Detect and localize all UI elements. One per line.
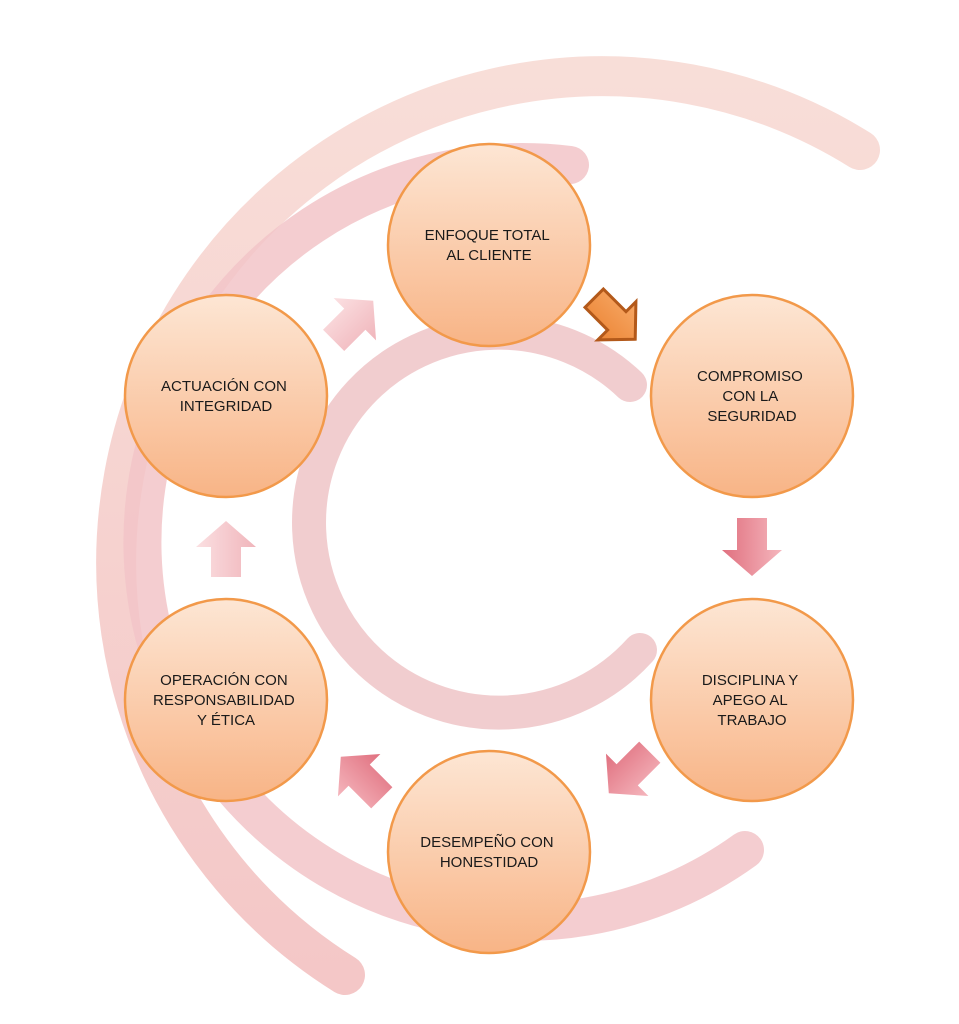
node-actuacion-con-integridad: ACTUACIÓN CON INTEGRIDAD (123, 293, 329, 499)
svg-text:DESEMPEÑO CON HONESTID: DESEMPEÑO CON HONESTIDAD (420, 834, 558, 871)
node-label-line: HONESTIDAD (440, 854, 539, 871)
arrow-up-left (337, 753, 393, 809)
cycle-arrows (196, 286, 782, 809)
arrow-up (196, 521, 256, 577)
arrow-down-left (605, 741, 661, 797)
node-enfoque-total-al-cliente: ENFOQUE TOTAL AL CLIENTE (386, 142, 592, 348)
node-label-line: COMPROMISO (697, 368, 803, 385)
node-compromiso-con-la-seguridad: COMPROMISO CON LA SEGURIDAD (649, 293, 855, 499)
node-label-line: Y ÉTICA (197, 712, 255, 729)
svg-text:ACTUACIÓN CON INTEGRID: ACTUACIÓN CON INTEGRIDAD (161, 378, 291, 415)
node-label-line: AL CLIENTE (446, 247, 531, 264)
svg-text:DISCIPLINA Y APEGO AL: DISCIPLINA Y APEGO AL TRABAJO (702, 672, 802, 729)
node-label-line: INTEGRIDAD (180, 398, 273, 415)
node-label-line: DISCIPLINA Y (702, 672, 798, 689)
node-label-line: SEGURIDAD (707, 408, 796, 425)
cycle-nodes: ENFOQUE TOTAL AL CLIENTE COMPROMISO CON … (123, 142, 855, 955)
arrow-right-down-highlight (582, 286, 638, 342)
node-label-line: CON LA (722, 388, 778, 405)
node-label-line: DESEMPEÑO CON (420, 834, 553, 851)
node-disciplina-y-apego-al-trabajo: DISCIPLINA Y APEGO AL TRABAJO (649, 597, 855, 803)
node-operacion-con-responsabilidad-y-etica: OPERACIÓN CON RESPONSABILIDAD Y ÉTICA (123, 597, 329, 803)
svg-text:COMPROMISO CON LA: COMPROMISO CON LA SEGURIDAD (697, 368, 807, 425)
node-label-line: RESPONSABILIDAD (153, 692, 295, 709)
arrow-down (722, 518, 782, 576)
node-label-line: TRABAJO (717, 712, 786, 729)
node-desempeno-con-honestidad: DESEMPEÑO CON HONESTIDAD (386, 749, 592, 955)
svg-text:OPERACIÓN CON RESPONSA: OPERACIÓN CON RESPONSABILIDAD Y ÉTICA (153, 672, 299, 729)
svg-text:ENFOQUE TOTAL AL CLIEN: ENFOQUE TOTAL AL CLIENTE (425, 227, 554, 264)
arrow-up-right (323, 297, 377, 351)
node-label-line: APEGO AL (713, 692, 788, 709)
node-label-line: ENFOQUE TOTAL (425, 227, 550, 244)
node-label-line: OPERACIÓN CON (160, 672, 288, 689)
node-label-line: ACTUACIÓN CON (161, 378, 287, 395)
inner-arc (292, 315, 657, 730)
